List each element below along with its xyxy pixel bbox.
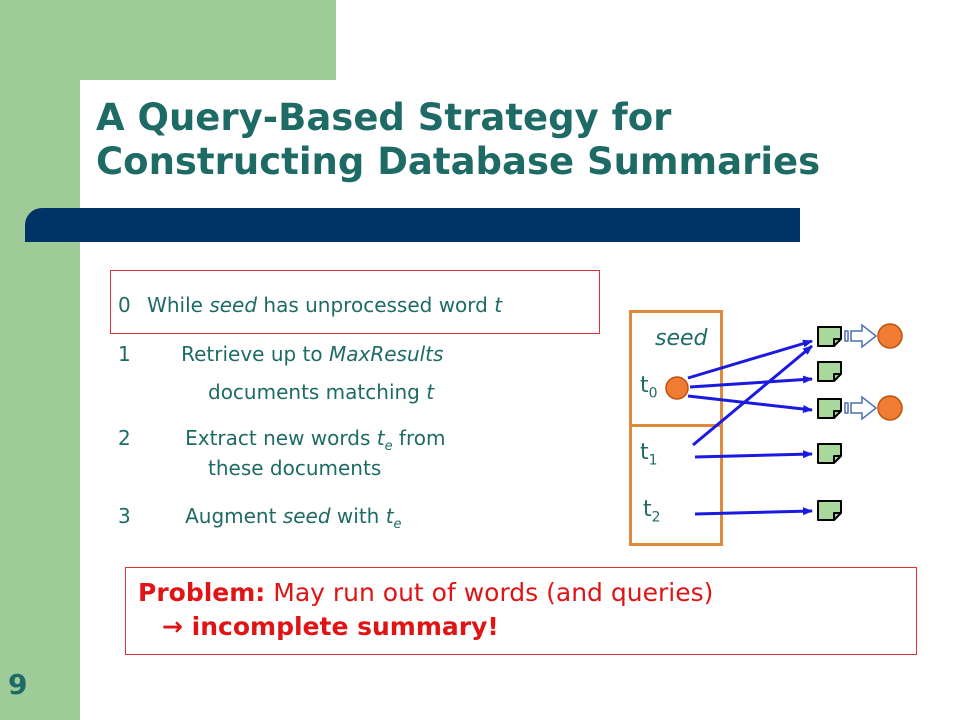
step-number: 3 — [118, 504, 131, 528]
seed-divider — [629, 424, 723, 427]
step-text: While — [147, 293, 210, 317]
step-term-subscript: e — [393, 517, 402, 532]
step-0-highlight-box — [110, 270, 600, 334]
implies-arrow-icon: → — [162, 612, 183, 641]
step-text: Extract new words — [185, 426, 377, 450]
step-text: these documents — [208, 456, 382, 480]
problem-conclusion: incomplete summary! — [182, 612, 499, 641]
step-text: from — [392, 426, 446, 450]
step-term: t — [376, 426, 385, 450]
query-diagram — [665, 323, 903, 521]
step-seed: seed — [282, 504, 331, 528]
step-1-continuation: documents matching t — [208, 379, 434, 405]
document-icon — [817, 361, 842, 382]
title-line-2: Constructing Database Summaries — [96, 140, 821, 183]
seed-box — [629, 310, 723, 546]
step-text: documents matching — [208, 380, 427, 404]
page-number: 9 — [8, 668, 28, 701]
left-band — [0, 0, 80, 720]
arrow-t0-doc3 — [687, 394, 813, 413]
step-text: Retrieve up to — [181, 342, 329, 366]
new-word-node — [877, 323, 903, 349]
arrow-t0-doc1 — [687, 339, 813, 380]
document-icon — [817, 398, 842, 419]
step-term: t — [385, 504, 394, 528]
problem-line-2: → incomplete summary! — [138, 610, 904, 644]
problem-box: Problem: May run out of words (and queri… — [125, 567, 917, 655]
term-subscript: 0 — [648, 385, 658, 402]
arrow-t0-doc2 — [689, 375, 813, 389]
arrow-t2-doc5 — [694, 507, 813, 516]
term-subscript: 2 — [651, 509, 661, 526]
term-subscript: 1 — [648, 452, 658, 469]
step-2: 2 Extract new words te from — [118, 425, 445, 460]
seed-label: seed — [655, 326, 708, 351]
term-base: t — [640, 440, 649, 465]
title-bar-notch — [25, 225, 65, 242]
term-base: t — [643, 497, 652, 522]
step-number: 2 — [118, 426, 131, 450]
step-maxresults: MaxResults — [328, 342, 444, 366]
term-base: t — [640, 373, 649, 398]
problem-line-1: Problem: May run out of words (and queri… — [138, 578, 713, 607]
step-term: t — [494, 293, 503, 317]
document-icon — [817, 500, 842, 521]
step-seed: seed — [209, 293, 258, 317]
new-word-node — [877, 395, 903, 421]
document-icon — [817, 443, 842, 464]
seed-node-t0 — [665, 376, 689, 400]
extract-arrow-icon — [844, 395, 878, 421]
step-2-continuation: these documents — [208, 455, 381, 481]
step-number: 0 — [118, 293, 131, 317]
step-number: 1 — [118, 342, 131, 366]
step-0: 0 While seed has unprocessed word t — [118, 292, 502, 318]
step-3: 3 Augment seed with te — [118, 503, 402, 538]
arrow-t1-doc4 — [694, 450, 813, 459]
term-t0: t0 — [640, 373, 658, 401]
step-text: has unprocessed word — [257, 293, 495, 317]
term-t1: t1 — [640, 440, 658, 468]
problem-label: Problem: — [138, 578, 266, 607]
page-title: A Query-Based Strategy for Constructing … — [96, 96, 936, 184]
document-icon — [817, 326, 842, 347]
extract-arrow-icon — [844, 323, 878, 349]
step-term-subscript: e — [384, 439, 393, 454]
step-term: t — [426, 380, 435, 404]
step-text: Augment — [185, 504, 283, 528]
arrow-t1-doc1 — [692, 344, 813, 447]
top-band — [80, 0, 336, 80]
title-bar — [25, 208, 800, 242]
title-line-1: A Query-Based Strategy for — [96, 96, 672, 139]
step-1: 1 Retrieve up to MaxResults — [118, 341, 443, 367]
step-text: with — [330, 504, 386, 528]
term-t2: t2 — [643, 497, 661, 525]
problem-text: May run out of words (and queries) — [265, 578, 714, 607]
